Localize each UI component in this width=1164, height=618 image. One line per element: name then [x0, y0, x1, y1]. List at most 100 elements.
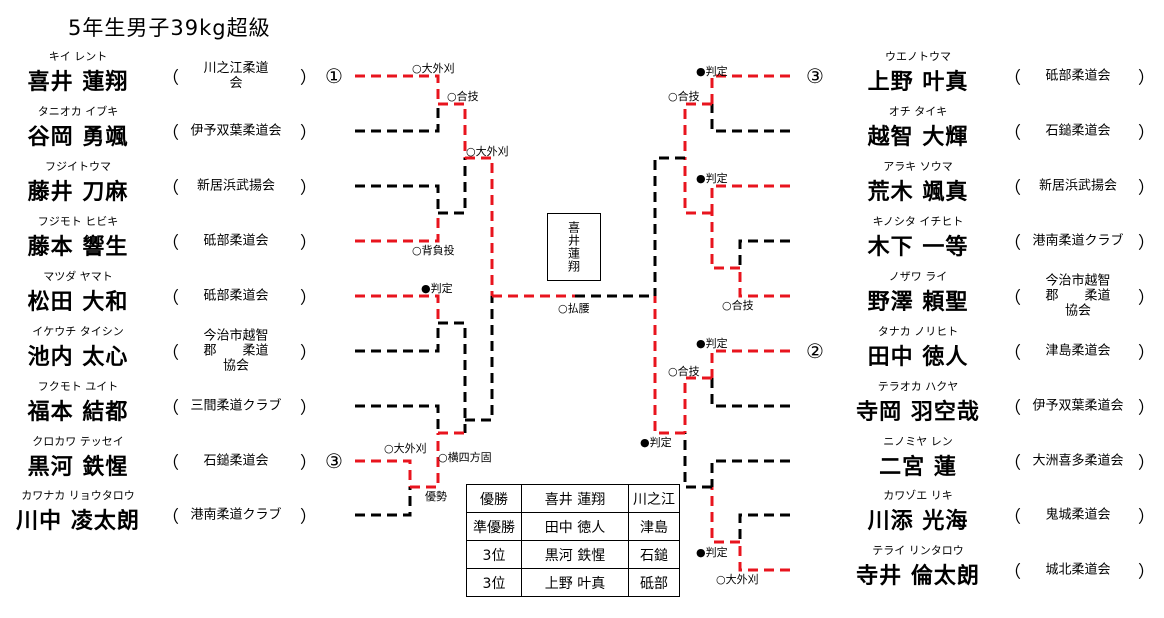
match-result-label: ●判定: [696, 337, 728, 350]
loser-line-26: [653, 156, 685, 296]
match-result-label: ○背負投: [412, 244, 455, 257]
paren-open: （: [162, 343, 179, 364]
player-club-line: 砥部柔道会: [203, 233, 269, 249]
player-name: 川中 凌太朗: [16, 509, 140, 534]
paren-open: （: [162, 68, 179, 89]
paren-close: ）: [1138, 288, 1155, 309]
player-name: 藤井 刀麻: [27, 180, 129, 205]
player-club-line: 港南柔道クラブ: [1032, 233, 1124, 249]
loser-line-12: [438, 321, 467, 433]
player-club: 鬼城柔道会: [1018, 508, 1138, 523]
player-name: 谷岡 勇颯: [27, 125, 129, 150]
loser-line-29: [710, 459, 790, 487]
player-club: 港南柔道クラブ: [176, 508, 296, 523]
results-row: 優勝喜井 蓮翔川之江: [466, 484, 680, 513]
paren-close: ）: [300, 507, 317, 528]
paren-open: （: [162, 288, 179, 309]
paren-open: （: [1004, 562, 1021, 583]
player-name: 二宮 蓮: [879, 455, 957, 480]
paren-close: ）: [1138, 123, 1155, 144]
player-club: 今治市越智郡 柔道協会: [176, 329, 296, 374]
paren-close: ）: [1138, 507, 1155, 528]
player-club-line: 新居浜武揚会: [1038, 178, 1117, 194]
match-result-label: ○合技: [447, 90, 479, 103]
loser-line-30: [738, 513, 790, 542]
match-result-label: ○横四方固: [438, 451, 492, 464]
match-result-label: ●判定: [696, 172, 728, 185]
paren-open: （: [1004, 288, 1021, 309]
paren-open: （: [1004, 233, 1021, 254]
paren-close: ）: [300, 123, 317, 144]
winner-line-3: [355, 213, 440, 243]
player-club-line: 砥部柔道会: [203, 288, 269, 304]
player-ruby: ニノミヤ レン: [883, 435, 953, 448]
player-ruby: マツダ ヤマト: [43, 270, 113, 283]
player-ruby: カワナカ リョウタロウ: [21, 489, 135, 502]
paren-open: （: [1004, 68, 1021, 89]
paren-open: （: [1004, 398, 1021, 419]
winner-line-20: [710, 184, 790, 213]
player-name: 藤本 響生: [27, 235, 129, 260]
player-club-line: 郡 柔道: [1045, 288, 1111, 304]
results-row: 準優勝田中 徳人津島: [466, 512, 680, 541]
winner-line-4: [355, 294, 440, 323]
player-club-line: 今治市越智: [203, 328, 269, 344]
player-name: 野澤 頼聖: [867, 290, 969, 315]
player-club-line: 石鎚柔道会: [1045, 123, 1111, 139]
match-result-label: ●判定: [696, 65, 728, 78]
result-rank: 3位: [466, 540, 522, 569]
paren-open: （: [1004, 507, 1021, 528]
match-result-label: ○大外刈: [716, 573, 759, 586]
paren-close: ）: [1138, 178, 1155, 199]
match-result-label: ○大外刈: [412, 62, 455, 75]
player-ruby: ウエノトウマ: [885, 50, 951, 63]
paren-open: （: [1004, 343, 1021, 364]
paren-close: ）: [300, 288, 317, 309]
winner-line-7: [355, 459, 412, 487]
player-club-line: 石鎚柔道会: [203, 453, 269, 469]
winner-line-9: [410, 433, 440, 489]
player-club: 伊予双葉柔道会: [176, 124, 296, 139]
winner-line-25: [683, 158, 712, 215]
loser-line-6: [355, 404, 440, 433]
player-club: 川之江柔道会: [176, 61, 296, 91]
player-ruby: タナカ ノリヒト: [877, 325, 959, 338]
result-name: 黒河 鉄惺: [521, 540, 629, 569]
player-club: 三間柔道クラブ: [176, 399, 296, 414]
player-club: 大洲喜多柔道会: [1018, 454, 1138, 469]
player-club: 新居浜武揚会: [1018, 179, 1138, 194]
loser-line-28: [710, 378, 790, 408]
seed-marker: ②: [806, 339, 824, 363]
paren-open: （: [162, 398, 179, 419]
paren-close: ）: [1138, 233, 1155, 254]
loser-line-1: [355, 104, 440, 133]
player-club-line: 砥部柔道会: [1045, 68, 1111, 84]
player-name: 田中 徳人: [867, 345, 969, 370]
champion-box: 喜井蓮翔: [547, 213, 601, 281]
loser-line-15: [465, 296, 494, 422]
match-result-label: ○合技: [668, 90, 700, 103]
match-result-label: ○大外刈: [466, 145, 509, 158]
loser-line-34: [683, 433, 712, 489]
player-ruby: キイ レント: [48, 50, 108, 63]
page-title: 5年生男子39kg超級: [68, 16, 271, 40]
player-club-line: 鬼城柔道会: [1045, 507, 1111, 523]
player-club-line: 今治市越智: [1045, 273, 1111, 289]
winner-line-22: [738, 268, 790, 298]
player-ruby: タニオカ イブキ: [37, 105, 119, 118]
results-row: 3位上野 叶真砥部: [466, 568, 680, 597]
loser-line-11: [438, 158, 467, 215]
seed-marker: ①: [325, 64, 343, 88]
player-club-line: 会: [229, 76, 243, 91]
paren-open: （: [162, 178, 179, 199]
player-ruby: カワゾエ リキ: [883, 489, 953, 502]
player-club-line: 大洲喜多柔道会: [1032, 453, 1124, 469]
loser-line-19: [710, 104, 790, 133]
paren-close: ）: [300, 68, 317, 89]
match-result-label: ○合技: [722, 299, 754, 312]
player-name: 黒河 鉄惺: [27, 455, 129, 480]
player-ruby: アラキ ソウマ: [883, 160, 953, 173]
match-result-label: 優勢: [425, 490, 447, 503]
